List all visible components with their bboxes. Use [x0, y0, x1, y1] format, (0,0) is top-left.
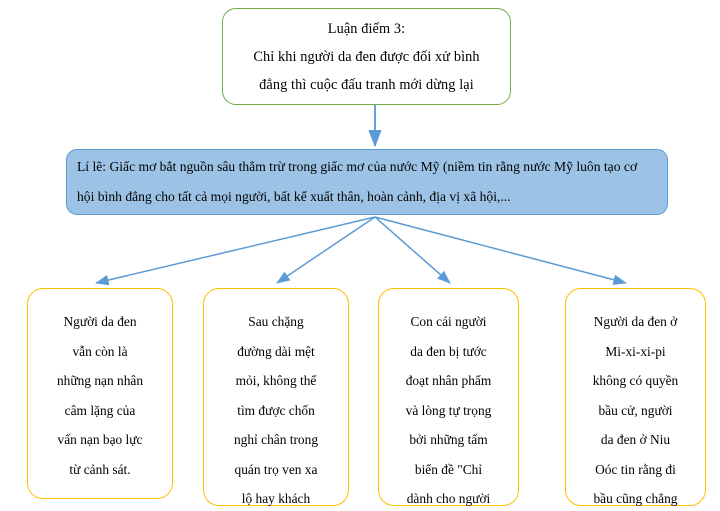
connector-reason-to-evidence-4 [374, 216, 627, 285]
connector-reason-to-evidence-1 [95, 216, 376, 286]
claim-node: Luận điểm 3: Chỉ khi người da đen được đ… [222, 8, 511, 105]
reason-node: Lí lẽ: Giấc mơ bắt nguồn sâu thẳm trừ tr… [66, 149, 668, 215]
connector-reason-to-evidence-2 [276, 216, 376, 284]
evidence-node-3-text: Con cái người da đen bị tước đoạt nhân p… [405, 314, 492, 506]
evidence-node-1: Người da đen vẫn còn là những nạn nhân c… [27, 288, 173, 499]
evidence-node-2-text: Sau chặng đường dài mệt mỏi, không thể t… [233, 314, 319, 506]
evidence-node-3: Con cái người da đen bị tước đoạt nhân p… [378, 288, 519, 506]
claim-node-text: Luận điểm 3: Chỉ khi người da đen được đ… [253, 20, 480, 93]
evidence-node-4-text: Người da đen ở Mi-xi-xi-pi không có quyề… [592, 314, 679, 506]
evidence-node-2: Sau chặng đường dài mệt mỏi, không thể t… [203, 288, 349, 506]
reason-node-text: Lí lẽ: Giấc mơ bắt nguồn sâu thẳm trừ tr… [77, 159, 638, 204]
evidence-node-4: Người da đen ở Mi-xi-xi-pi không có quyề… [565, 288, 706, 506]
evidence-node-1-text: Người da đen vẫn còn là những nạn nhân c… [56, 314, 144, 477]
connector-reason-to-evidence-3 [374, 216, 451, 284]
